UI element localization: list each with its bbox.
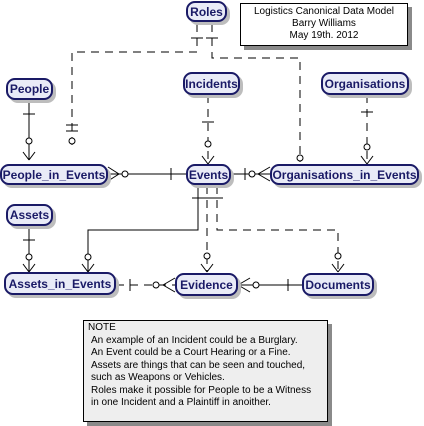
entity-assets-in-events[interactable]: Assets_in_Events [4, 272, 116, 295]
entity-people[interactable]: People [6, 78, 53, 100]
entity-assets[interactable]: Assets [6, 204, 53, 226]
author: Barry Williams [292, 18, 356, 29]
entity-people-in-events[interactable]: People_in_Events [0, 164, 108, 185]
note-heading: NOTE [88, 322, 116, 333]
rel-roles-orgs-in-events [211, 24, 301, 162]
rel-roles-people-in-events [71, 24, 198, 146]
entity-organisations-in-events[interactable]: Organisations_in_Events [270, 164, 419, 185]
entity-evidence[interactable]: Evidence [175, 273, 238, 296]
entity-roles[interactable]: Roles [186, 1, 227, 22]
rel-events-assets-in-events [87, 186, 199, 272]
entity-documents[interactable]: Documents [302, 273, 374, 296]
note-box: NOTE An example of an Incident could be … [83, 320, 328, 422]
rel-events-documents [216, 186, 339, 272]
entity-events[interactable]: Events [186, 164, 231, 185]
note-line: An example of an Incident could be a Bur… [91, 334, 298, 346]
note-line: Assets are things that can be seen and t… [91, 359, 306, 371]
entity-incidents[interactable]: Incidents [183, 72, 240, 95]
entity-organisations[interactable]: Organisations [321, 72, 409, 95]
note-line: Roles make it possible for People to be … [91, 384, 312, 396]
date: May 19th. 2012 [289, 30, 359, 41]
note-line: in one Incident and a Plaintiff in anoit… [91, 397, 271, 408]
note-line: such as Weapons or Vehicles. [91, 372, 225, 383]
note-line: An Event could be a Court Hearing or a F… [91, 347, 291, 358]
title-block: Logistics Canonical Data Model Barry Wil… [240, 3, 408, 46]
model-title: Logistics Canonical Data Model [253, 6, 395, 17]
